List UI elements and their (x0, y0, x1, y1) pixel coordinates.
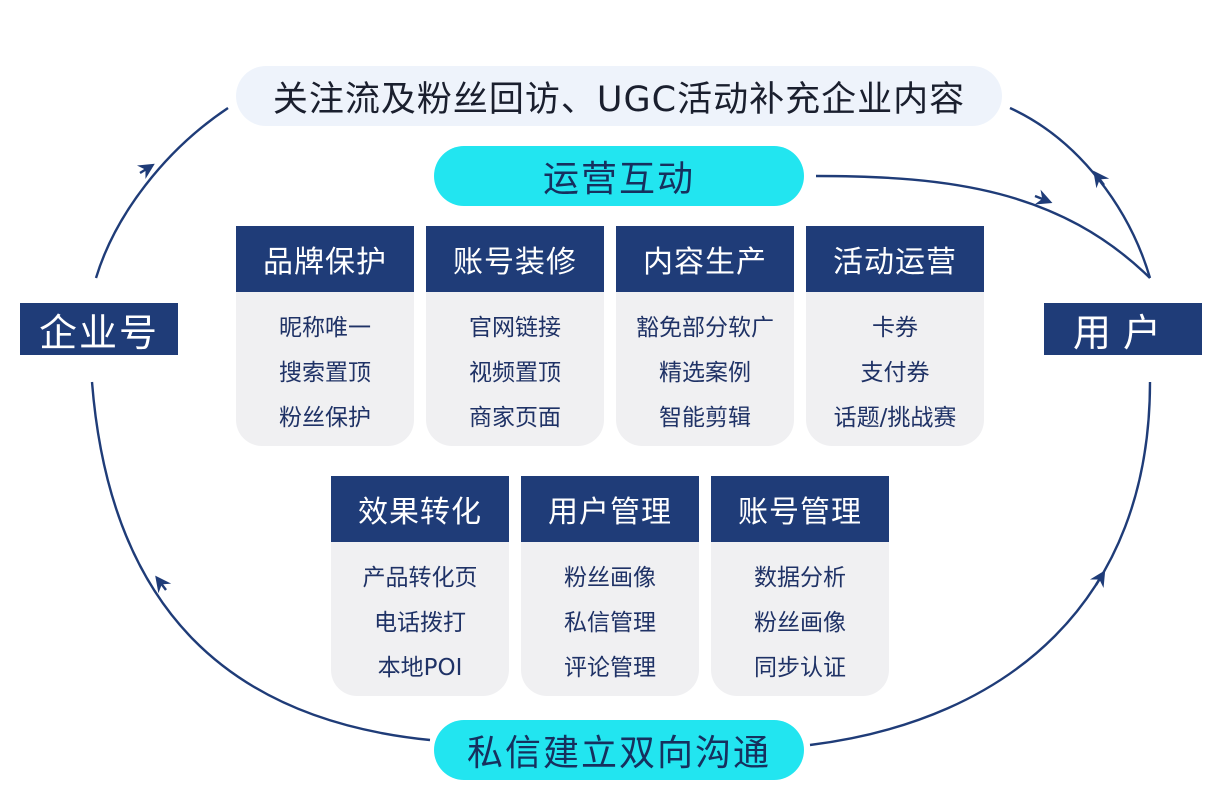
card-item: 搜索置顶 (279, 359, 371, 386)
card-item: 数据分析 (754, 564, 846, 591)
card-title: 用户管理 (521, 476, 699, 542)
card-user-management: 用户管理 粉丝画像 私信管理 评论管理 (521, 476, 699, 696)
private-message-pill: 私信建立双向沟通 (434, 720, 804, 780)
arrow-pill-to-user (1034, 189, 1053, 205)
operation-interaction-label: 运营互动 (542, 159, 695, 200)
top-banner: 关注流及粉丝回访、UGC活动补充企业内容 (236, 66, 1002, 126)
card-item: 卡券 (872, 314, 918, 341)
card-item: 视频置顶 (469, 359, 561, 386)
card-title: 账号装修 (426, 226, 604, 292)
card-item: 同步认证 (754, 654, 846, 681)
arrow-top-left (136, 163, 155, 180)
card-title: 内容生产 (616, 226, 794, 292)
card-item: 粉丝保护 (279, 404, 371, 431)
card-item: 产品转化页 (362, 564, 478, 591)
card-item: 昵称唯一 (279, 314, 371, 341)
arc-pill-to-user (815, 174, 1151, 279)
arc-top-right (1009, 106, 1152, 279)
private-message-label: 私信建立双向沟通 (466, 733, 771, 774)
card-item: 智能剪辑 (659, 404, 751, 431)
card-effect-conversion: 效果转化 产品转化页 电话拨打 本地POI (331, 476, 509, 696)
arrow-bottom-left (155, 575, 172, 594)
card-item: 精选案例 (659, 359, 751, 386)
card-item: 豁免部分软广 (636, 314, 774, 341)
card-account-decoration: 账号装修 官网链接 视频置顶 商家页面 (426, 226, 604, 446)
card-brand-protection: 品牌保护 昵称唯一 搜索置顶 粉丝保护 (236, 226, 414, 446)
card-item: 官网链接 (469, 314, 561, 341)
card-title: 账号管理 (711, 476, 889, 542)
card-title: 效果转化 (331, 476, 509, 542)
card-title: 活动运营 (806, 226, 984, 292)
card-item: 电话拨打 (374, 609, 466, 636)
card-item: 商家页面 (469, 404, 561, 431)
enterprise-account-box: 企业号 (20, 303, 178, 355)
card-item: 私信管理 (564, 609, 656, 636)
arc-bottom-right (809, 381, 1152, 747)
arc-top-left (94, 107, 229, 279)
operation-interaction-pill: 运营互动 (434, 146, 804, 206)
arc-bottom-left (90, 381, 431, 742)
card-content-production: 内容生产 豁免部分软广 精选案例 智能剪辑 (616, 226, 794, 446)
card-item: 本地POI (377, 654, 463, 681)
card-activity-operation: 活动运营 卡券 支付券 话题/挑战赛 (806, 226, 984, 446)
arrow-top-right (1093, 170, 1110, 189)
arrow-bottom-right (1089, 570, 1106, 589)
card-item: 粉丝画像 (564, 564, 656, 591)
top-banner-text: 关注流及粉丝回访、UGC活动补充企业内容 (272, 79, 966, 120)
card-item: 评论管理 (564, 654, 656, 681)
enterprise-account-label: 企业号 (38, 310, 159, 355)
card-item: 话题/挑战赛 (833, 404, 957, 431)
card-account-management: 账号管理 数据分析 粉丝画像 同步认证 (711, 476, 889, 696)
card-item: 支付券 (860, 359, 930, 386)
card-title: 品牌保护 (236, 226, 414, 292)
user-box: 用户 (1044, 303, 1202, 355)
user-label: 用户 (1072, 310, 1173, 355)
card-item: 粉丝画像 (754, 609, 846, 636)
